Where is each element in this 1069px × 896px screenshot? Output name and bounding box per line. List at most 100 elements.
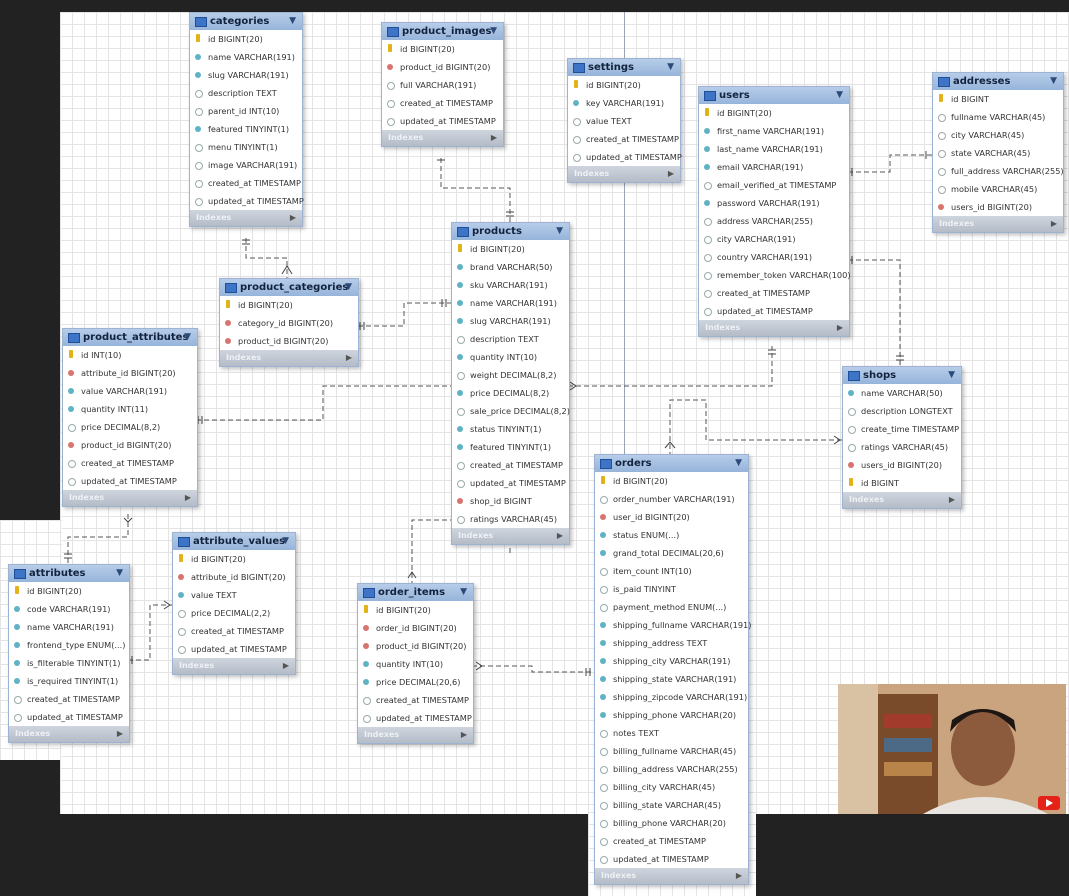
- table-column[interactable]: id BIGINT: [933, 90, 1063, 108]
- table-header[interactable]: orders▼: [595, 455, 748, 472]
- table-column[interactable]: updated_at TIMESTAMP: [173, 640, 295, 658]
- table-column[interactable]: updated_at TIMESTAMP: [699, 302, 849, 320]
- expand-arrow-icon[interactable]: ▶: [282, 661, 289, 670]
- table-settings[interactable]: settings▼id BIGINT(20)key VARCHAR(191)va…: [567, 58, 682, 183]
- table-column[interactable]: is_filterable TINYINT(1): [9, 654, 129, 672]
- table-column[interactable]: shipping_address TEXT: [595, 634, 748, 652]
- table-orders[interactable]: orders▼id BIGINT(20)order_number VARCHAR…: [594, 454, 751, 885]
- table-column[interactable]: users_id BIGINT(20): [843, 456, 961, 474]
- table-categories[interactable]: categories▼id BIGINT(20)name VARCHAR(191…: [189, 12, 304, 227]
- table-column[interactable]: shipping_zipcode VARCHAR(191): [595, 688, 748, 706]
- table-column[interactable]: product_id BIGINT(20): [220, 332, 358, 350]
- table-column[interactable]: value TEXT: [173, 586, 295, 604]
- table-column[interactable]: updated_at TIMESTAMP: [382, 112, 503, 130]
- table-column[interactable]: id BIGINT(20): [568, 76, 680, 94]
- table-header[interactable]: users▼: [699, 87, 849, 104]
- table-column[interactable]: id BIGINT(20): [190, 30, 302, 48]
- table-column[interactable]: brand VARCHAR(50): [452, 258, 569, 276]
- table-column[interactable]: id BIGINT(20): [9, 582, 129, 600]
- table-column[interactable]: menu TINYINT(1): [190, 138, 302, 156]
- collapse-arrow-icon[interactable]: ▼: [184, 332, 191, 342]
- table-column[interactable]: value VARCHAR(191): [63, 382, 197, 400]
- table-column[interactable]: quantity INT(11): [63, 400, 197, 418]
- table-column[interactable]: create_time TIMESTAMP: [843, 420, 961, 438]
- indexes-section[interactable]: Indexes▶: [568, 166, 680, 182]
- table-column[interactable]: full VARCHAR(191): [382, 76, 503, 94]
- table-header[interactable]: product_attributes▼: [63, 329, 197, 346]
- table-column[interactable]: id BIGINT(20): [595, 472, 748, 490]
- table-column[interactable]: created_at TIMESTAMP: [173, 622, 295, 640]
- table-column[interactable]: product_id BIGINT(20): [382, 58, 503, 76]
- table-column[interactable]: id BIGINT(20): [173, 550, 295, 568]
- collapse-arrow-icon[interactable]: ▼: [556, 226, 563, 236]
- table-products[interactable]: products▼id BIGINT(20)brand VARCHAR(50)s…: [451, 222, 570, 545]
- indexes-section[interactable]: Indexes▶: [933, 216, 1063, 232]
- table-column[interactable]: id BIGINT(20): [452, 240, 569, 258]
- table-column[interactable]: weight DECIMAL(8,2): [452, 366, 569, 384]
- table-column[interactable]: updated_at TIMESTAMP: [63, 472, 197, 490]
- table-column[interactable]: billing_city VARCHAR(45): [595, 778, 748, 796]
- collapse-arrow-icon[interactable]: ▼: [460, 587, 467, 597]
- indexes-section[interactable]: Indexes▶: [190, 210, 302, 226]
- table-column[interactable]: order_number VARCHAR(191): [595, 490, 748, 508]
- table-column[interactable]: updated_at TIMESTAMP: [595, 850, 748, 868]
- table-column[interactable]: value TEXT: [568, 112, 680, 130]
- table-column[interactable]: price DECIMAL(8,2): [63, 418, 197, 436]
- table-column[interactable]: sale_price DECIMAL(8,2): [452, 402, 570, 420]
- expand-arrow-icon[interactable]: ▶: [948, 495, 955, 504]
- table-column[interactable]: created_at TIMESTAMP: [382, 94, 503, 112]
- collapse-arrow-icon[interactable]: ▼: [836, 90, 843, 100]
- table-column[interactable]: status ENUM(...): [595, 526, 748, 544]
- table-column[interactable]: image VARCHAR(191): [190, 156, 302, 174]
- table-column[interactable]: fullname VARCHAR(45): [933, 108, 1063, 126]
- indexes-section[interactable]: Indexes▶: [9, 726, 129, 742]
- table-column[interactable]: updated_at TIMESTAMP: [568, 148, 682, 166]
- indexes-section[interactable]: Indexes▶: [220, 350, 358, 366]
- table-column[interactable]: billing_address VARCHAR(255): [595, 760, 748, 778]
- table-column[interactable]: notes TEXT: [595, 724, 748, 742]
- table-column[interactable]: created_at TIMESTAMP: [190, 174, 302, 192]
- table-product-categories[interactable]: product_categories▼id BIGINT(20)category…: [219, 278, 359, 367]
- table-column[interactable]: order_id BIGINT(20): [358, 619, 473, 637]
- table-column[interactable]: code VARCHAR(191): [9, 600, 129, 618]
- table-column[interactable]: featured TINYINT(1): [190, 120, 302, 138]
- table-column[interactable]: shipping_fullname VARCHAR(191): [595, 616, 751, 634]
- table-column[interactable]: price DECIMAL(20,6): [358, 673, 473, 691]
- collapse-arrow-icon[interactable]: ▼: [490, 26, 497, 36]
- table-column[interactable]: address VARCHAR(255): [699, 212, 849, 230]
- table-column[interactable]: id BIGINT(20): [699, 104, 849, 122]
- table-product-attributes[interactable]: product_attributes▼id INT(10)attribute_i…: [62, 328, 198, 507]
- table-column[interactable]: id BIGINT(20): [382, 40, 503, 58]
- collapse-arrow-icon[interactable]: ▼: [289, 16, 296, 26]
- table-column[interactable]: created_at TIMESTAMP: [568, 130, 680, 148]
- table-column[interactable]: name VARCHAR(191): [190, 48, 302, 66]
- table-column[interactable]: name VARCHAR(50): [843, 384, 961, 402]
- table-column[interactable]: city VARCHAR(45): [933, 126, 1063, 144]
- table-column[interactable]: id BIGINT(20): [358, 601, 473, 619]
- table-column[interactable]: updated_at TIMESTAMP: [190, 192, 304, 210]
- table-column[interactable]: full_address VARCHAR(255): [933, 162, 1064, 180]
- table-column[interactable]: created_at TIMESTAMP: [452, 456, 569, 474]
- table-column[interactable]: remember_token VARCHAR(100): [699, 266, 851, 284]
- indexes-section[interactable]: Indexes▶: [843, 492, 961, 508]
- table-column[interactable]: mobile VARCHAR(45): [933, 180, 1063, 198]
- table-column[interactable]: description TEXT: [452, 330, 569, 348]
- collapse-arrow-icon[interactable]: ▼: [1050, 76, 1057, 86]
- expand-arrow-icon[interactable]: ▶: [289, 213, 296, 222]
- table-product-images[interactable]: product_images▼id BIGINT(20)product_id B…: [381, 22, 504, 147]
- table-column[interactable]: created_at TIMESTAMP: [358, 691, 473, 709]
- table-column[interactable]: payment_method ENUM(...): [595, 598, 748, 616]
- table-attributes[interactable]: attributes▼id BIGINT(20)code VARCHAR(191…: [8, 564, 130, 743]
- table-column[interactable]: key VARCHAR(191): [568, 94, 680, 112]
- table-column[interactable]: slug VARCHAR(191): [452, 312, 569, 330]
- table-header[interactable]: settings▼: [568, 59, 680, 76]
- table-column[interactable]: id BIGINT(20): [220, 296, 358, 314]
- table-column[interactable]: first_name VARCHAR(191): [699, 122, 849, 140]
- table-column[interactable]: slug VARCHAR(191): [190, 66, 302, 84]
- table-column[interactable]: billing_fullname VARCHAR(45): [595, 742, 748, 760]
- table-column[interactable]: created_at TIMESTAMP: [63, 454, 197, 472]
- table-header[interactable]: categories▼: [190, 13, 302, 30]
- collapse-arrow-icon[interactable]: ▼: [667, 62, 674, 72]
- table-column[interactable]: password VARCHAR(191): [699, 194, 849, 212]
- table-column[interactable]: grand_total DECIMAL(20,6): [595, 544, 748, 562]
